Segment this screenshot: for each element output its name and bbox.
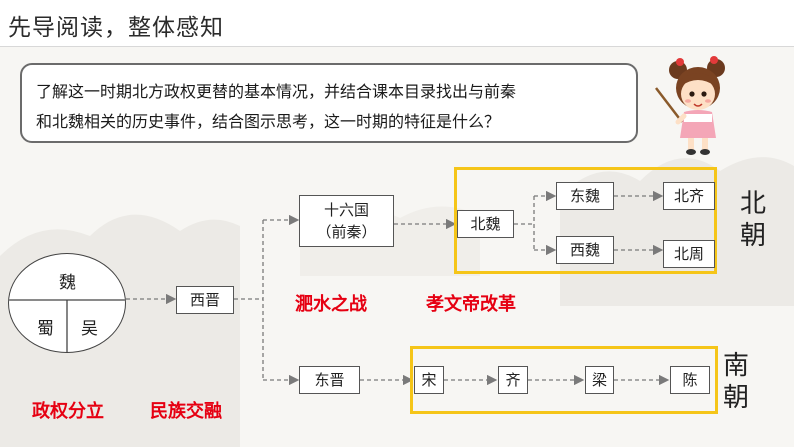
node-beizhou: 北周 xyxy=(663,240,715,268)
node-beiwei: 北魏 xyxy=(457,210,514,238)
node-beiqi: 北齐 xyxy=(663,182,715,210)
node-qi: 齐 xyxy=(498,366,528,394)
shiliuguo-line-2: （前秦） xyxy=(316,223,377,241)
three-kingdoms-circle: 魏 蜀 吴 xyxy=(8,253,126,353)
node-chen: 陈 xyxy=(670,366,710,394)
kingdom-wei: 魏 xyxy=(59,273,76,293)
north-dynasty-frame xyxy=(454,167,717,274)
kingdom-shu: 蜀 xyxy=(37,319,54,339)
node-dongwei: 东魏 xyxy=(556,182,614,210)
node-dongjin: 东晋 xyxy=(299,366,360,394)
feature-minzu: 民族交融 xyxy=(150,401,222,422)
question-box: 了解这一时期北方政权更替的基本情况，并结合课本目录找出与前秦 和北魏相关的历史事… xyxy=(20,63,638,143)
south-label-char-2: 朝 xyxy=(722,383,749,413)
question-line-1: 了解这一时期北方政权更替的基本情况，并结合课本目录找出与前秦 xyxy=(36,82,517,101)
circle-dividers xyxy=(9,299,125,352)
girl-illustration xyxy=(655,56,725,155)
title-bar: 先导阅读，整体感知 xyxy=(0,0,794,47)
node-liang: 梁 xyxy=(585,366,614,394)
north-dynasties-label: 北 朝 xyxy=(738,188,768,252)
south-label-char-1: 南 xyxy=(722,351,749,381)
node-song: 宋 xyxy=(414,366,444,394)
node-shiliuguo: 十六国 （前秦） xyxy=(299,195,394,247)
feature-zhengquan: 政权分立 xyxy=(32,401,104,422)
south-dynasties-label: 南 朝 xyxy=(721,350,751,414)
north-label-char-1: 北 xyxy=(739,189,766,219)
node-xijin: 西晋 xyxy=(176,286,234,314)
node-xiwei: 西魏 xyxy=(556,236,614,264)
south-dynasty-frame xyxy=(410,346,718,414)
question-line-2: 和北魏相关的历史事件，结合图示思考，这一时期的特征是什么？ xyxy=(36,112,501,131)
event-xiaowendi: 孝文帝改革 xyxy=(426,294,516,315)
north-label-char-2: 朝 xyxy=(739,221,766,251)
event-feishui: 淝水之战 xyxy=(295,294,367,315)
page-title: 先导阅读，整体感知 xyxy=(8,15,224,41)
shiliuguo-line-1: 十六国 xyxy=(323,201,369,219)
kingdom-wu: 吴 xyxy=(81,319,98,339)
